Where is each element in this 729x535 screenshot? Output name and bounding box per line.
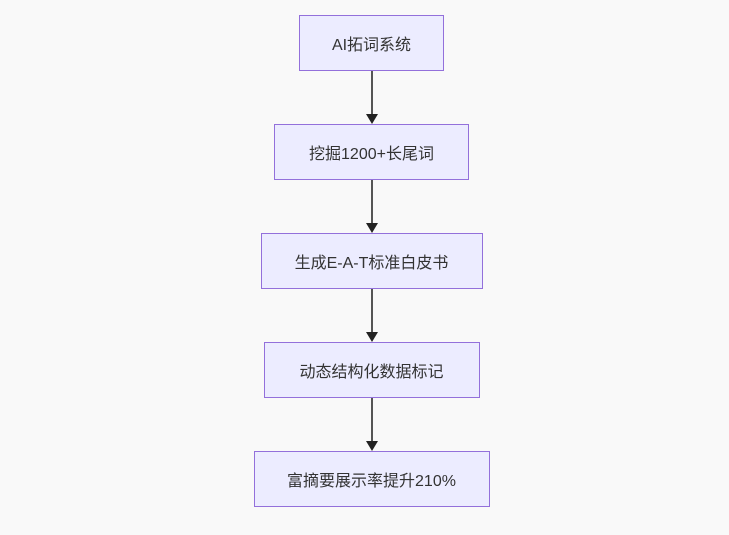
arrow-line xyxy=(370,180,373,224)
arrow-line xyxy=(370,289,373,333)
flow-node-rich-snippet-result: 富摘要展示率提升210% xyxy=(253,451,490,507)
arrow-down-icon xyxy=(365,332,378,342)
arrow-connector xyxy=(365,398,378,451)
flow-node-longtail-mining: 挖掘1200+长尾词 xyxy=(274,124,469,180)
arrow-connector xyxy=(365,71,378,124)
arrow-down-icon xyxy=(365,114,378,124)
flow-node-structured-data-markup: 动态结构化数据标记 xyxy=(263,342,480,398)
flow-node-eat-whitepaper: 生成E-A-T标准白皮书 xyxy=(260,233,483,289)
arrow-connector xyxy=(365,289,378,342)
arrow-down-icon xyxy=(365,223,378,233)
flowchart-column: AI拓词系统 挖掘1200+长尾词 生成E-A-T标准白皮书 动态结构化数据标记… xyxy=(14,0,729,507)
arrow-connector xyxy=(365,180,378,233)
flow-node-ai-word-expansion: AI拓词系统 xyxy=(299,15,444,71)
arrow-down-icon xyxy=(365,441,378,451)
arrow-line xyxy=(370,71,373,115)
arrow-line xyxy=(370,398,373,442)
